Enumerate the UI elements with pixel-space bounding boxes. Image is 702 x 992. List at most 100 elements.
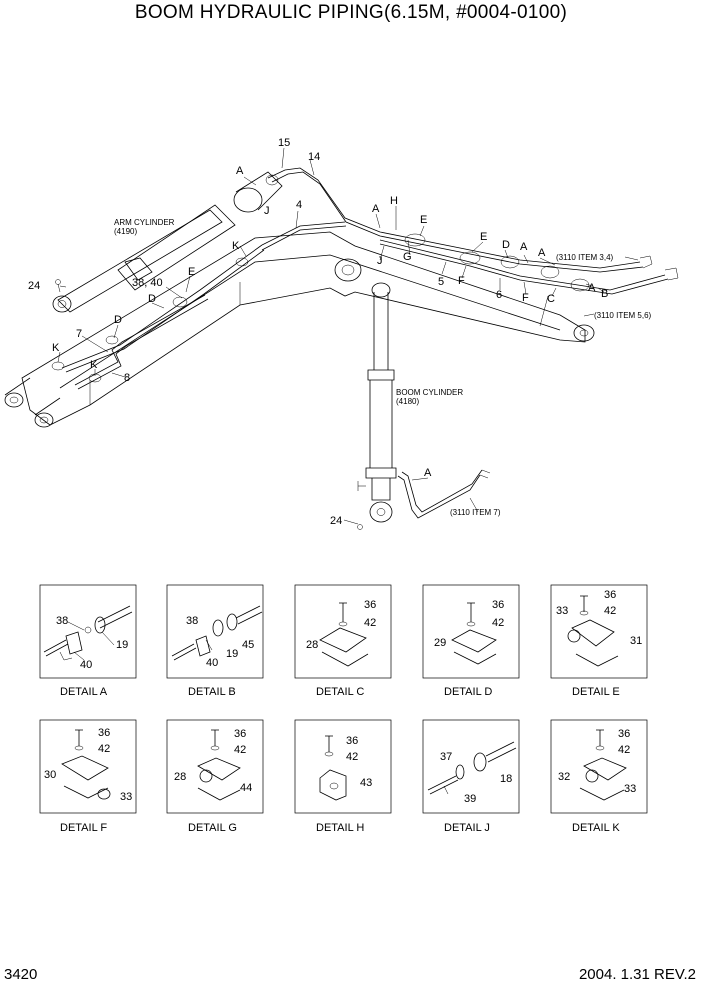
svg-text:37: 37 xyxy=(440,751,452,763)
detail-f: 36 42 30 33 xyxy=(39,719,137,814)
callout-k: K xyxy=(232,240,240,252)
detail-b-caption: DETAIL B xyxy=(188,686,236,698)
detail-k-caption: DETAIL K xyxy=(572,822,620,834)
svg-text:39: 39 xyxy=(464,793,476,805)
svg-text:40: 40 xyxy=(206,657,218,669)
callout-15: 15 xyxy=(278,137,290,149)
arm-cylinder xyxy=(52,171,283,313)
callout-a: A xyxy=(424,467,432,479)
svg-text:36: 36 xyxy=(604,589,616,601)
callout-4: 4 xyxy=(296,199,302,211)
main-labels: ARM CYLINDER (4190) BOOM CYLINDER (4180)… xyxy=(114,218,652,517)
revision-date: 2004. 1.31 REV.2 xyxy=(578,966,696,983)
boom-cylinder-label: BOOM CYLINDER xyxy=(396,388,463,397)
callout-g: G xyxy=(403,251,412,263)
callout-8: 8 xyxy=(124,372,130,384)
callout-f: F xyxy=(522,292,529,304)
callout-a: A xyxy=(538,247,546,259)
svg-text:36: 36 xyxy=(618,728,630,740)
svg-text:42: 42 xyxy=(346,751,358,763)
callout-e: E xyxy=(188,266,195,278)
svg-text:33: 33 xyxy=(624,783,636,795)
svg-text:36: 36 xyxy=(492,599,504,611)
callout-a: A xyxy=(588,282,596,294)
svg-text:36: 36 xyxy=(346,735,358,747)
svg-text:30: 30 xyxy=(44,769,56,781)
callout-7: 7 xyxy=(76,328,82,340)
detail-j-caption: DETAIL J xyxy=(444,822,490,834)
svg-text:42: 42 xyxy=(492,617,504,629)
hydraulic-piping xyxy=(51,167,679,390)
svg-text:33: 33 xyxy=(556,605,568,617)
detail-a: 38 19 40 xyxy=(39,584,137,679)
svg-text:42: 42 xyxy=(234,744,246,756)
callout-a: A xyxy=(236,165,244,177)
detail-g-caption: DETAIL G xyxy=(188,822,237,834)
callout-j: J xyxy=(264,205,270,217)
detail-e-caption: DETAIL E xyxy=(572,686,620,698)
callout-d: D xyxy=(148,293,156,305)
svg-text:18: 18 xyxy=(500,773,512,785)
svg-text:38: 38 xyxy=(186,615,198,627)
svg-text:42: 42 xyxy=(618,744,630,756)
svg-text:40: 40 xyxy=(80,659,92,671)
callout-6: 6 xyxy=(496,289,502,301)
detail-c-caption: DETAIL C xyxy=(316,686,364,698)
detail-b: 38 40 19 45 xyxy=(166,584,264,679)
svg-text:38: 38 xyxy=(56,615,68,627)
callout-k: K xyxy=(52,342,60,354)
svg-text:33: 33 xyxy=(120,791,132,803)
callout-k: K xyxy=(90,359,98,371)
ref-3110-item-5-6: (3110 ITEM 5,6) xyxy=(594,311,652,320)
svg-text:19: 19 xyxy=(116,639,128,651)
leader-lines xyxy=(57,147,639,525)
detail-h-caption: DETAIL H xyxy=(316,822,364,834)
callout-e: E xyxy=(420,214,427,226)
detail-a-caption: DETAIL A xyxy=(60,686,108,698)
boom-cylinder xyxy=(357,282,491,530)
svg-text:42: 42 xyxy=(364,617,376,629)
detail-c: 36 42 28 xyxy=(294,584,392,679)
main-callouts: 15 14 A J 4 K 24 38, 40 E D D 7 K K 8 A … xyxy=(28,137,608,527)
callout-a: A xyxy=(520,241,528,253)
detail-d: 36 42 29 xyxy=(422,584,520,679)
svg-text:32: 32 xyxy=(558,771,570,783)
callout-d: D xyxy=(502,239,510,251)
callout-a: A xyxy=(372,203,380,215)
svg-text:42: 42 xyxy=(604,605,616,617)
detail-d-caption: DETAIL D xyxy=(444,686,492,698)
ref-3110-item-7: (3110 ITEM 7) xyxy=(450,508,501,517)
callout-e: E xyxy=(480,231,487,243)
boom-structure xyxy=(4,231,595,428)
callout-d: D xyxy=(114,314,122,326)
detail-g: 36 42 28 44 xyxy=(166,719,264,814)
svg-text:43: 43 xyxy=(360,777,372,789)
callout-38-40: 38, 40 xyxy=(132,277,163,289)
svg-text:29: 29 xyxy=(434,637,446,649)
detail-e: 36 42 33 31 xyxy=(550,584,648,679)
boom-cylinder-number: (4180) xyxy=(396,397,419,406)
callout-14: 14 xyxy=(308,151,320,163)
detail-k: 36 42 32 33 xyxy=(550,719,648,814)
svg-text:28: 28 xyxy=(174,771,186,783)
svg-text:31: 31 xyxy=(630,635,642,647)
svg-text:19: 19 xyxy=(226,648,238,660)
svg-text:36: 36 xyxy=(234,728,246,740)
callout-24: 24 xyxy=(28,280,40,292)
callout-j: J xyxy=(377,255,383,267)
callout-f: F xyxy=(458,275,465,287)
svg-text:44: 44 xyxy=(240,782,252,794)
callout-c: C xyxy=(547,293,555,305)
page-title: BOOM HYDRAULIC PIPING(6.15M, #0004-0100) xyxy=(134,2,568,23)
svg-text:36: 36 xyxy=(364,599,376,611)
arm-cylinder-number: (4190) xyxy=(114,227,137,236)
detail-h: 36 42 43 xyxy=(294,719,392,814)
callout-5: 5 xyxy=(438,276,444,288)
page-number: 3420 xyxy=(4,966,38,983)
svg-text:42: 42 xyxy=(98,743,110,755)
detail-j: 37 18 39 xyxy=(422,719,520,814)
detail-f-caption: DETAIL F xyxy=(60,822,107,834)
svg-text:36: 36 xyxy=(98,727,110,739)
callout-h: H xyxy=(390,195,398,207)
